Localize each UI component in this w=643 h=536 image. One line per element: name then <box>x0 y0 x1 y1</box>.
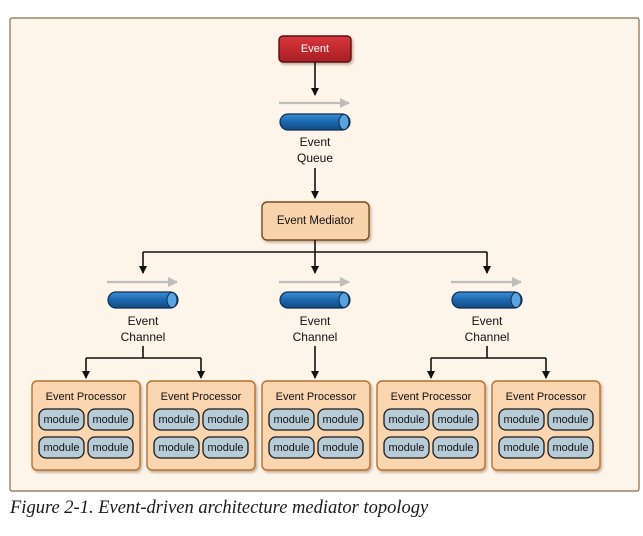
queue-label-line2: Queue <box>297 151 333 165</box>
module-label: module <box>503 442 539 454</box>
channel-3-label-line2: Channel <box>465 330 510 344</box>
processor-4-module-3 <box>383 436 430 459</box>
channel-2-label-line1: Event <box>300 314 331 328</box>
processor-4-module-1 <box>383 408 430 431</box>
module-label: module <box>552 414 588 426</box>
channel-1-pipe-end <box>166 292 178 308</box>
channel-2-pipe <box>279 291 351 309</box>
module-bg <box>87 436 134 459</box>
channel-2-pipe-end <box>338 292 350 308</box>
module-bg <box>268 408 315 431</box>
event-label: Event <box>301 43 329 55</box>
channel-3-label-line1: Event <box>472 314 503 328</box>
module-label: module <box>158 442 194 454</box>
module-label: module <box>552 442 588 454</box>
channel-2-pipe-body <box>279 291 351 309</box>
processor-2-module-3 <box>153 436 200 459</box>
module-label: module <box>43 414 79 426</box>
channel-1-pipe <box>107 291 179 309</box>
processor-3-module-2 <box>317 408 364 431</box>
processor-5-title: Event Processor <box>506 391 587 403</box>
processor-5-module-3 <box>498 436 545 459</box>
processor-2-module-2 <box>202 408 249 431</box>
module-label: module <box>437 442 473 454</box>
module-bg <box>498 436 545 459</box>
mediator-label: Event Mediator <box>277 215 355 227</box>
module-bg <box>202 436 249 459</box>
processor-1-module-2 <box>87 408 134 431</box>
module-label: module <box>388 414 424 426</box>
processor-5-module-4 <box>547 436 594 459</box>
figure-caption: Figure 2-1. Event-driven architecture me… <box>10 498 429 518</box>
module-bg <box>38 436 85 459</box>
processor-2-module-1 <box>153 408 200 431</box>
module-bg <box>317 408 364 431</box>
processor-4-module-4 <box>432 436 479 459</box>
module-bg <box>153 436 200 459</box>
processor-3-module-4 <box>317 436 364 459</box>
channel-3-pipe-end <box>510 292 522 308</box>
event-queue-pipe-end <box>338 114 350 130</box>
queue-label-line1: Event <box>300 135 331 149</box>
module-label: module <box>437 414 473 426</box>
processor-3-module-1 <box>268 408 315 431</box>
processor-4-module-2 <box>432 408 479 431</box>
module-label: module <box>158 414 194 426</box>
module-bg <box>153 408 200 431</box>
module-label: module <box>273 442 309 454</box>
module-label: module <box>207 414 243 426</box>
channel-2-label-line2: Channel <box>293 330 338 344</box>
module-label: module <box>207 442 243 454</box>
module-bg <box>547 408 594 431</box>
module-bg <box>432 436 479 459</box>
channel-3-pipe-body <box>451 291 523 309</box>
diagram-frame <box>9 17 640 492</box>
module-bg <box>202 408 249 431</box>
processor-3-title: Event Processor <box>276 391 357 403</box>
processor-4-title: Event Processor <box>391 391 472 403</box>
processor-5-module-2 <box>547 408 594 431</box>
module-label: module <box>322 442 358 454</box>
processor-1-module-4 <box>87 436 134 459</box>
module-label: module <box>273 414 309 426</box>
processor-1-module-1 <box>38 408 85 431</box>
processor-1-module-3 <box>38 436 85 459</box>
channel-3-pipe <box>451 291 523 309</box>
module-bg <box>87 408 134 431</box>
module-label: module <box>322 414 358 426</box>
module-label: module <box>388 442 424 454</box>
event-queue-pipe <box>279 113 351 131</box>
module-label: module <box>503 414 539 426</box>
processor-3-module-3 <box>268 436 315 459</box>
event-queue-pipe-body <box>279 113 351 131</box>
module-bg <box>268 436 315 459</box>
channel-1-label-line2: Channel <box>121 330 166 344</box>
module-label: module <box>92 442 128 454</box>
processor-5-module-1 <box>498 408 545 431</box>
module-label: module <box>92 414 128 426</box>
channel-1-pipe-body <box>107 291 179 309</box>
channel-1-label-line1: Event <box>128 314 159 328</box>
module-bg <box>383 408 430 431</box>
module-bg <box>317 436 364 459</box>
module-bg <box>547 436 594 459</box>
module-bg <box>498 408 545 431</box>
processor-2-module-4 <box>202 436 249 459</box>
module-label: module <box>43 442 79 454</box>
module-bg <box>383 436 430 459</box>
module-bg <box>38 408 85 431</box>
processor-2-title: Event Processor <box>161 391 242 403</box>
processor-1-title: Event Processor <box>46 391 127 403</box>
module-bg <box>432 408 479 431</box>
